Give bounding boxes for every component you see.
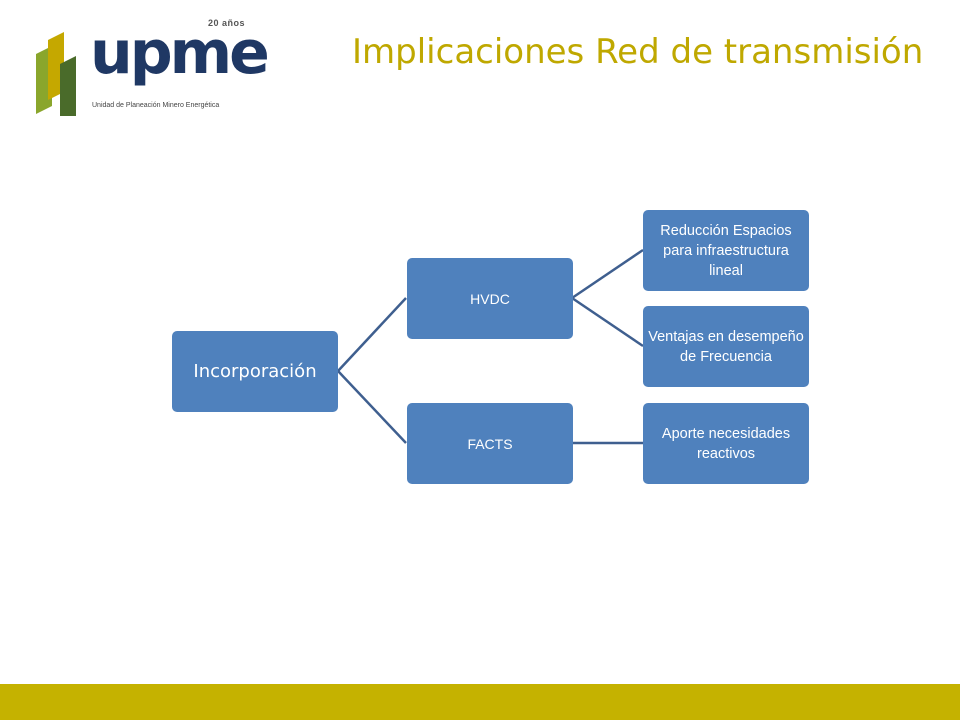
connector-root-hvdc bbox=[337, 297, 407, 372]
node-hvdc: HVDC bbox=[407, 258, 573, 339]
node-facts-label: FACTS bbox=[467, 435, 513, 452]
footer-bar bbox=[0, 684, 960, 720]
upme-logo: upme 20 años Unidad de Planeación Minero… bbox=[30, 16, 270, 116]
logo-years-label: 20 años bbox=[208, 18, 246, 28]
node-incorporacion: Incorporación bbox=[172, 331, 338, 412]
node-incorporacion-label: Incorporación bbox=[193, 361, 317, 382]
node-hvdc-label: HVDC bbox=[470, 290, 510, 307]
connector-hvdc-leaf-2 bbox=[571, 296, 644, 348]
node-ventajas-frecuencia: Ventajas en desempeño de Frecuencia bbox=[643, 306, 809, 387]
node-reduccion-espacios-label: Reducción Espacios para infraestructura … bbox=[660, 222, 792, 279]
connector-root-facts bbox=[337, 370, 407, 444]
node-reduccion-espacios: Reducción Espacios para infraestructura … bbox=[643, 210, 809, 291]
connector-hvdc-leaf-1 bbox=[571, 248, 644, 300]
node-aporte-reactivos-label: Aporte necesidades reactivos bbox=[661, 425, 791, 462]
upme-logo-mark-icon bbox=[36, 32, 76, 116]
page-title: Implicaciones Red de transmisión bbox=[352, 32, 924, 72]
node-aporte-reactivos: Aporte necesidades reactivos bbox=[643, 403, 809, 484]
upme-wordmark: upme bbox=[90, 18, 270, 88]
node-facts: FACTS bbox=[407, 403, 573, 484]
node-ventajas-frecuencia-label: Ventajas en desempeño de Frecuencia bbox=[648, 328, 804, 365]
logo-subtitle: Unidad de Planeación Minero Energética bbox=[92, 102, 220, 109]
